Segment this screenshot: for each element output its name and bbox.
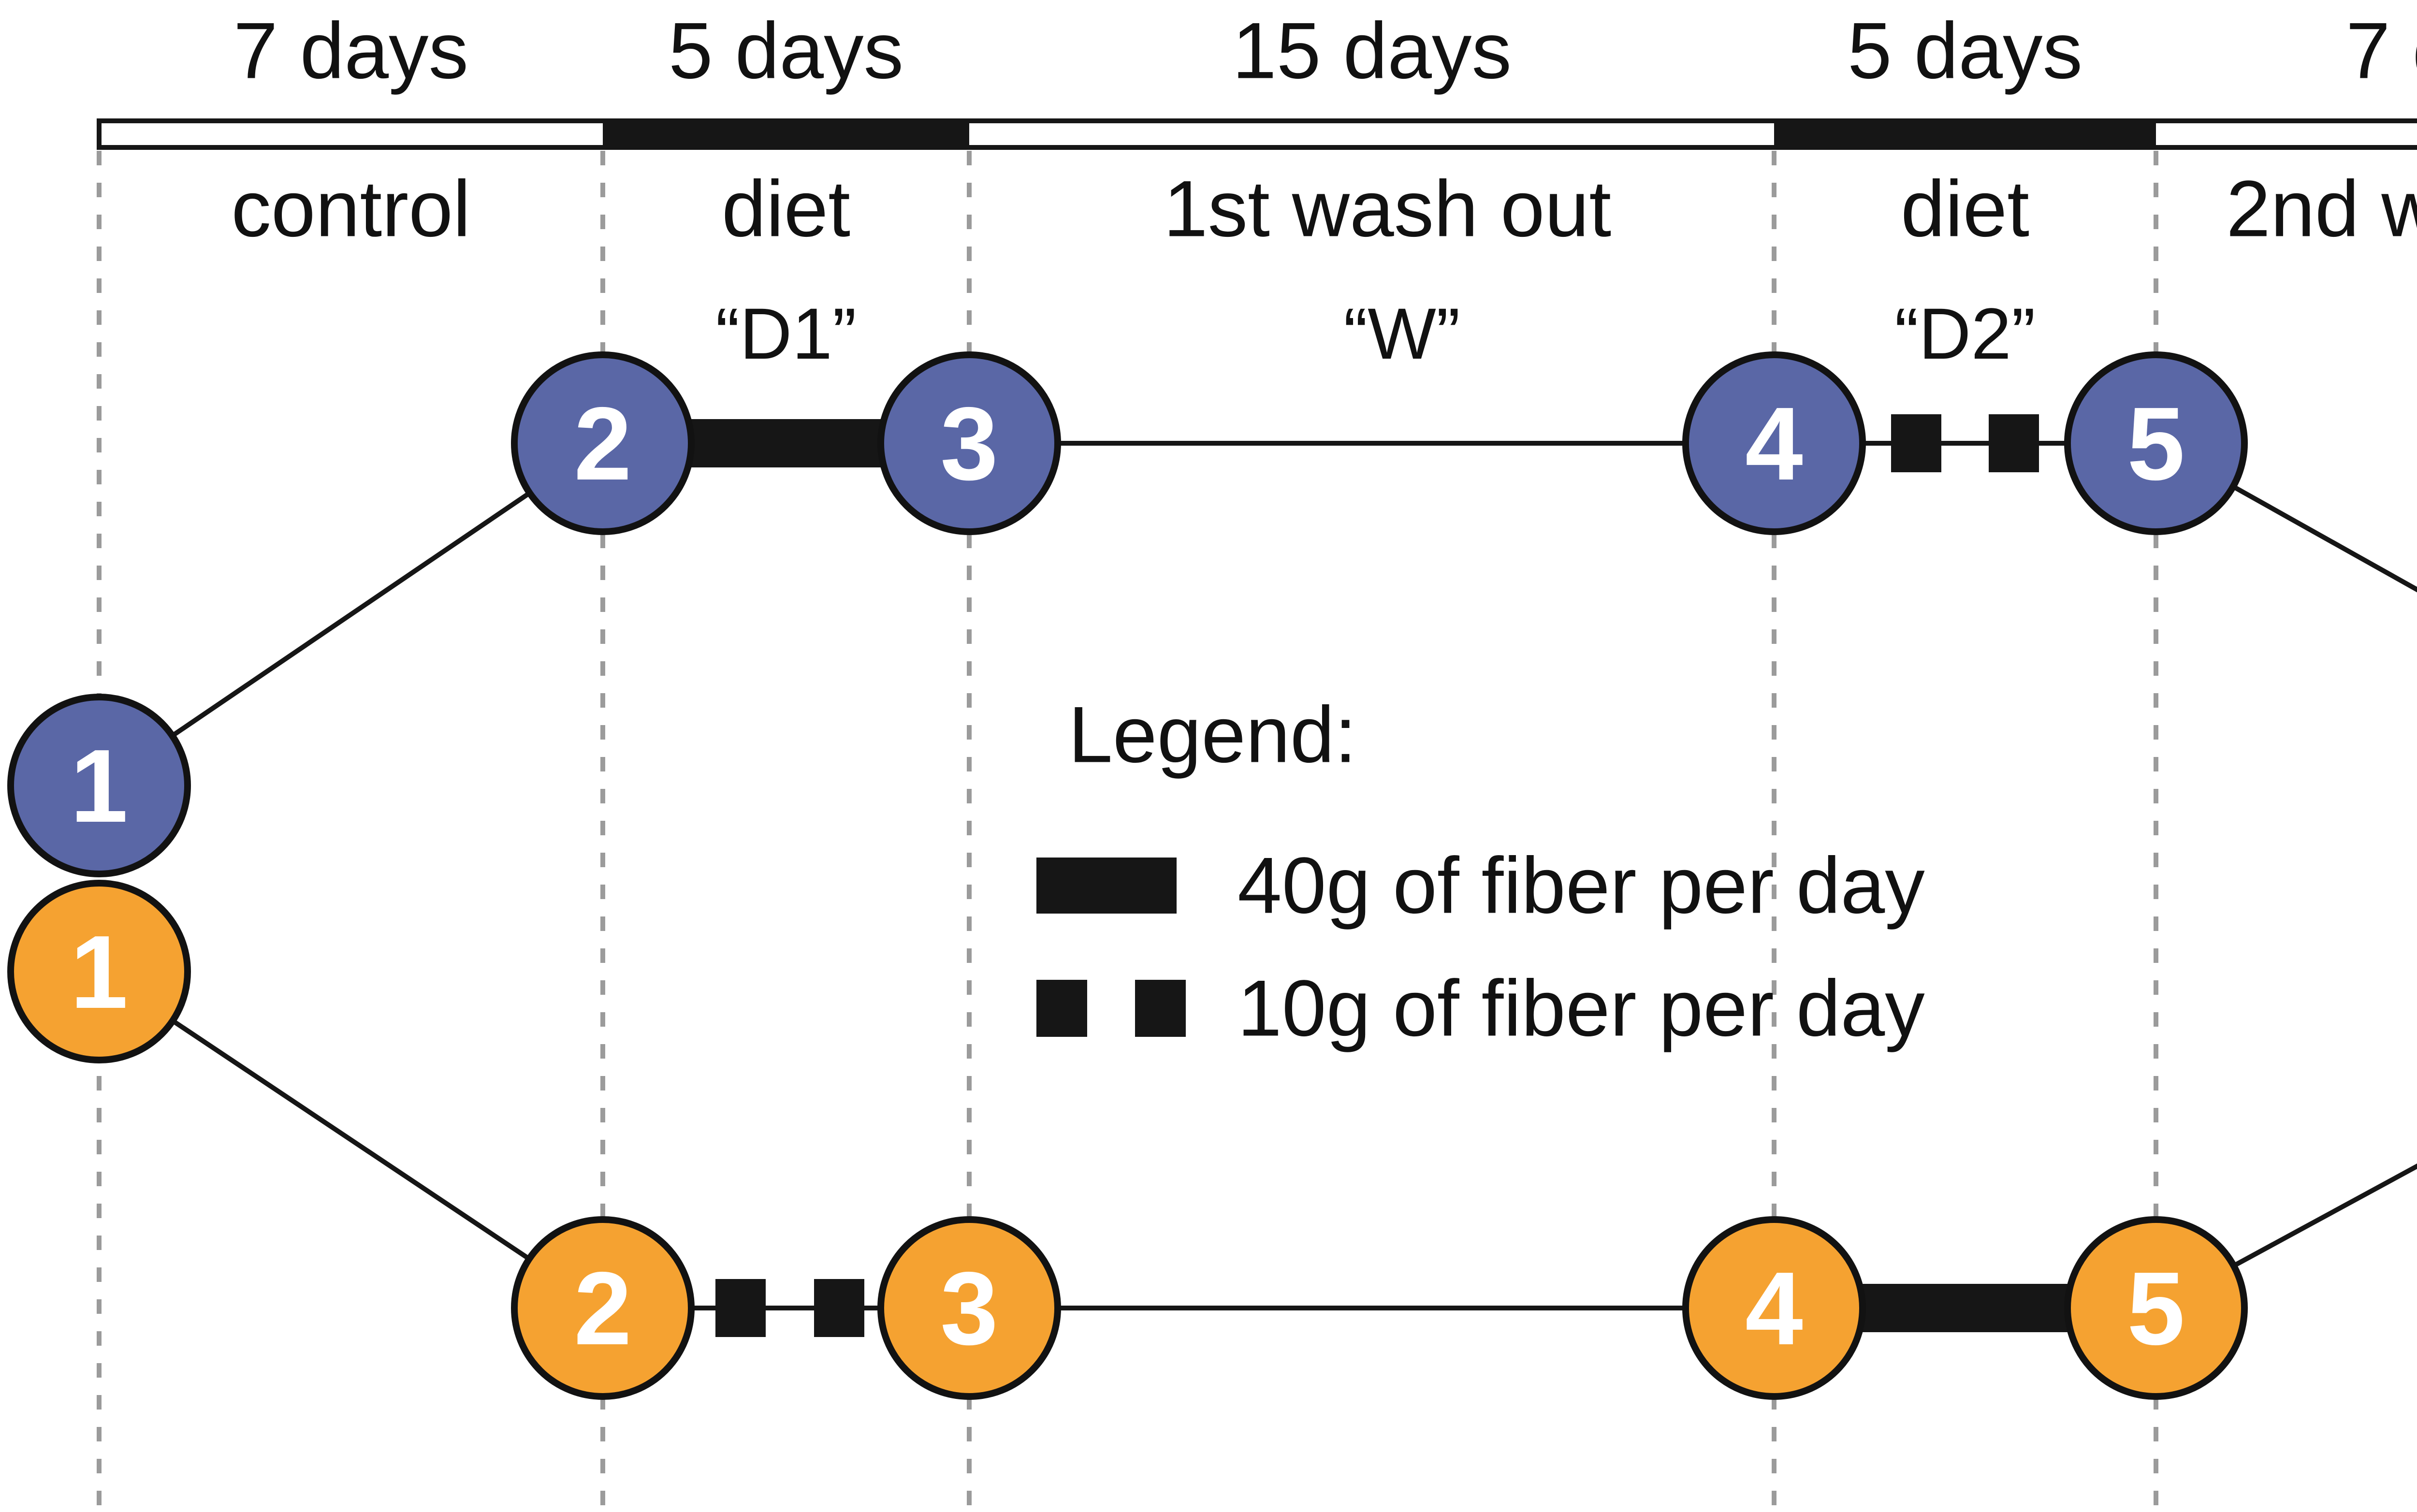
blue-node-4: 4 [1682, 351, 1866, 535]
legend-title: Legend: [1068, 690, 1357, 779]
orange-node-3: 3 [877, 1216, 1061, 1400]
timeline-bar-diet1-segment [603, 118, 969, 150]
phase-label-diet2: diet [1900, 164, 2030, 253]
phase-label-diet1: diet [721, 164, 851, 253]
legend-swatch-10g-square-b-icon [1135, 980, 1186, 1037]
blue-node-1-label: 1 [70, 727, 128, 844]
orange-link-1-2 [98, 969, 604, 1310]
blue-square-b-4-5 [1989, 414, 2039, 472]
orange-square-a-2-3 [715, 1279, 766, 1337]
blue-square-a-4-5 [1891, 414, 1941, 472]
duration-label-control: 7 days [233, 6, 469, 95]
duration-label-washout2: 7 days [2345, 6, 2417, 95]
timeline-bar-diet2-segment [1774, 118, 2156, 150]
orange-node-3-label: 3 [940, 1250, 998, 1367]
orange-node-1-label: 1 [70, 913, 128, 1030]
orange-node-1: 1 [7, 880, 191, 1063]
orange-link-5-6 [2155, 1163, 2417, 1310]
duration-label-diet2: 5 days [1847, 6, 2083, 95]
blue-node-3-label: 3 [940, 385, 998, 502]
legend-swatches [1036, 858, 1186, 1037]
phase-label-washout2: 2nd wash out [2226, 164, 2417, 253]
orange-node-2-label: 2 [574, 1250, 632, 1367]
duration-label-washout1: 15 days [1232, 6, 1512, 95]
orange-square-b-2-3 [814, 1279, 864, 1337]
code-label-d2: “D2” [1894, 293, 2036, 374]
blue-node-2: 2 [511, 351, 695, 535]
orange-node-2: 2 [511, 1216, 695, 1400]
blue-node-4-label: 4 [1745, 385, 1803, 502]
code-label-d1: “D1” [715, 293, 857, 374]
blue-node-3: 3 [877, 351, 1061, 535]
orange-node-4-label: 4 [1745, 1250, 1803, 1367]
phase-label-control: control [231, 164, 471, 253]
blue-node-5-label: 5 [2127, 385, 2185, 502]
legend-item-40g-label: 40g of fiber per day [1238, 841, 1925, 930]
duration-label-diet1: 5 days [668, 6, 904, 95]
legend-swatch-40g-bar-icon [1036, 858, 1177, 914]
orange-node-5-label: 5 [2127, 1250, 2185, 1367]
blue-node-1: 1 [7, 694, 191, 877]
legend-swatch-10g-square-a-icon [1036, 980, 1087, 1037]
blue-link-1-2 [98, 441, 604, 788]
blue-link-5-6 [2155, 441, 2417, 593]
blue-node-5: 5 [2064, 351, 2248, 535]
orange-node-5: 5 [2064, 1216, 2248, 1400]
legend-item-10g-label: 10g of fiber per day [1238, 963, 1925, 1053]
phase-label-washout1: 1st wash out [1163, 164, 1612, 253]
blue-node-2-label: 2 [574, 385, 632, 502]
orange-node-4: 4 [1682, 1216, 1866, 1400]
code-label-w: “W” [1343, 293, 1460, 374]
